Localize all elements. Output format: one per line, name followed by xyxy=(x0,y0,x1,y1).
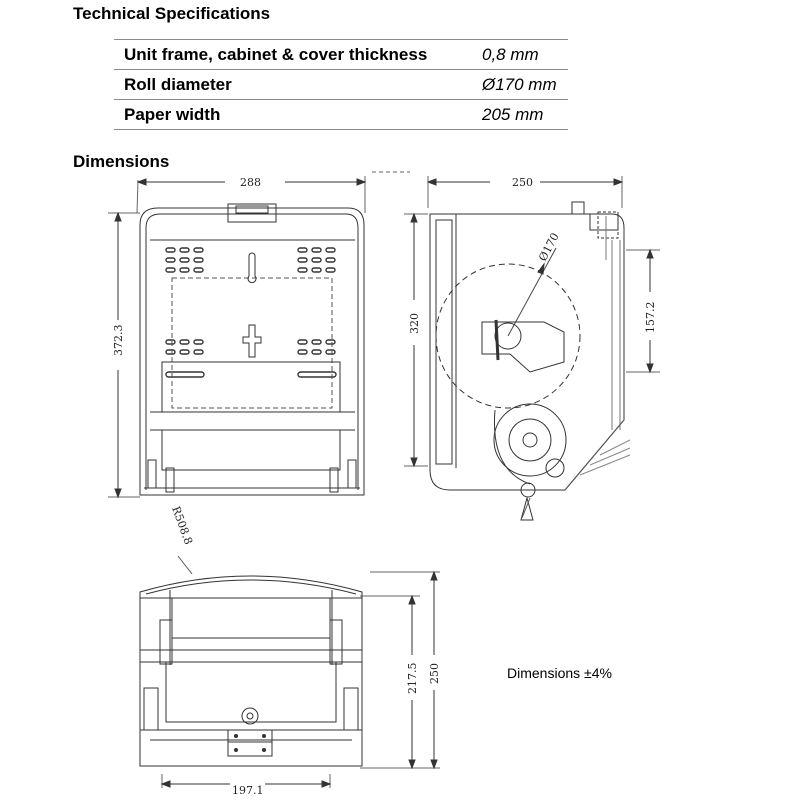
side-view-drawing xyxy=(404,176,660,521)
bottom-width-label: 197.1 xyxy=(232,784,264,797)
radius-label: R508.8 xyxy=(169,505,195,547)
spec-value: 205 mm xyxy=(470,99,568,130)
spec-label: Unit frame, cabinet & cover thickness xyxy=(114,39,470,70)
dimensions-title: Dimensions xyxy=(73,152,170,171)
spec-label: Roll diameter xyxy=(114,69,470,100)
table-row: Paper width 205 mm xyxy=(114,99,568,130)
spec-value: 0,8 mm xyxy=(470,39,568,70)
spec-value: Ø170 mm xyxy=(470,69,568,100)
table-row: Roll diameter Ø170 mm xyxy=(114,69,568,100)
table-row: Unit frame, cabinet & cover thickness 0,… xyxy=(114,39,568,70)
spec-label: Paper width xyxy=(114,99,470,130)
bottom-inner-height-label: 217.5 xyxy=(406,663,419,695)
side-height-label: 320 xyxy=(408,313,421,334)
front-height-label: 372.3 xyxy=(112,325,125,357)
side-width-label: 250 xyxy=(512,176,533,189)
bottom-outer-height-label: 250 xyxy=(428,663,441,684)
side-offset-label: 157.2 xyxy=(644,302,657,334)
front-width-label: 288 xyxy=(240,176,261,189)
bottom-view-drawing xyxy=(139,555,440,788)
roll-diameter-label: Ø170 xyxy=(536,231,562,264)
spec-title: Technical Specifications xyxy=(73,4,271,23)
tolerance-note: Dimensions ±4% xyxy=(507,665,612,681)
spec-table: Unit frame, cabinet & cover thickness 0,… xyxy=(114,39,568,130)
front-view-drawing xyxy=(108,171,410,499)
